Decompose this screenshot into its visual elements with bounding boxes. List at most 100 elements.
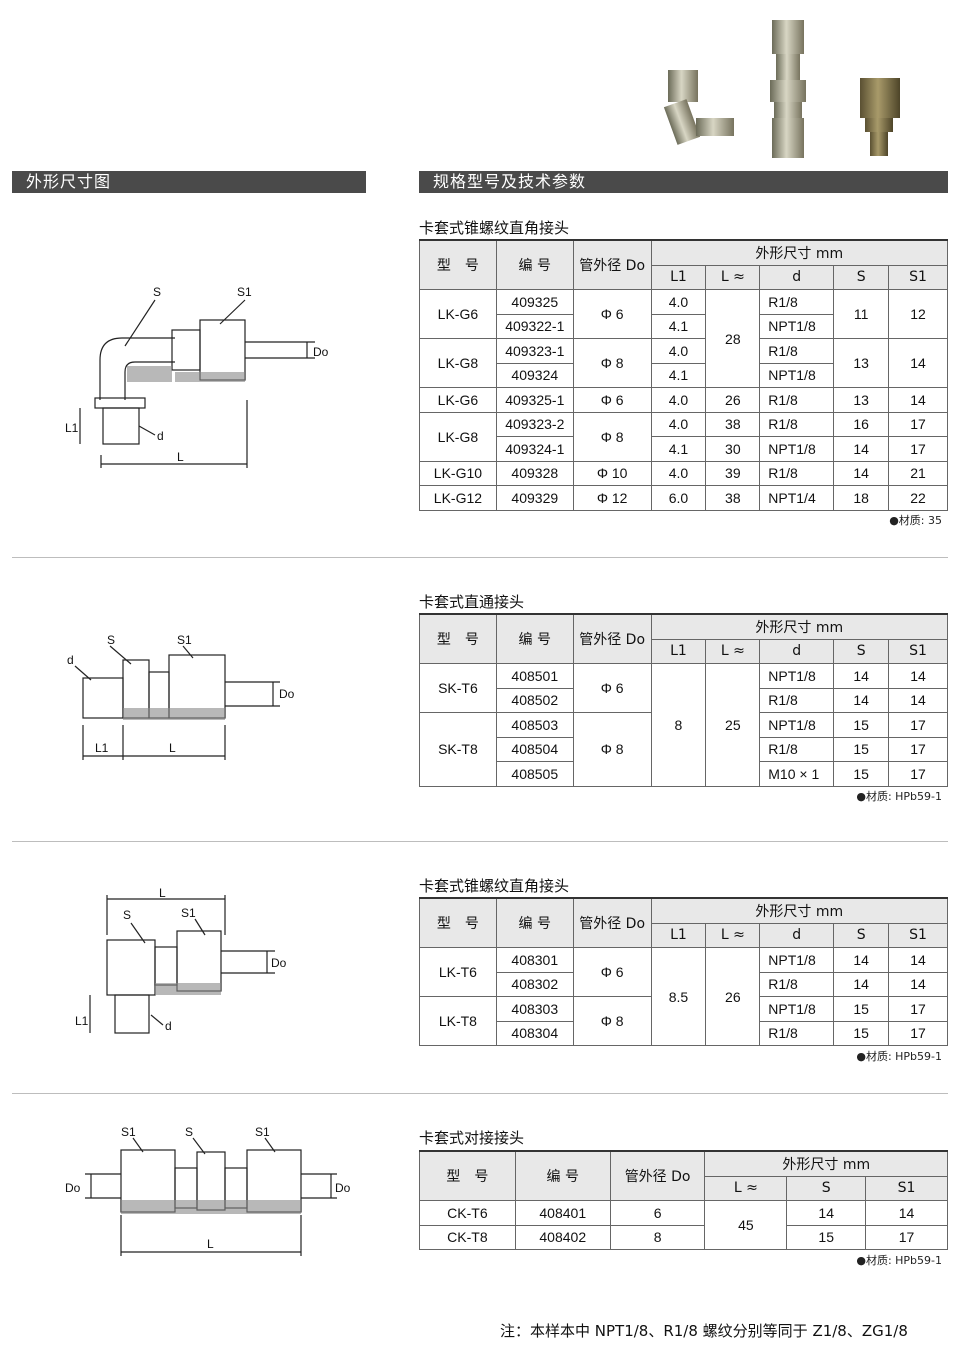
cell-d: NPT1/8 xyxy=(759,362,835,388)
drawing-label-s1: S1 xyxy=(255,1125,270,1139)
cell-code: 408501 xyxy=(495,663,574,689)
table-row: 408504 R1/8 15 17 xyxy=(420,736,948,762)
cell-s: 11 xyxy=(833,289,890,339)
section4-table: 型 号 编 号 管外径 Do 外形尺寸 mm L ≈ S S1 CK-T6 40… xyxy=(419,1150,948,1250)
col-d: d xyxy=(759,922,835,948)
cell-s: 13 xyxy=(833,338,890,388)
cell-s1: 12 xyxy=(888,289,948,339)
cell-d: NPT1/8 xyxy=(759,663,835,689)
cell-code: 409323-2 xyxy=(495,411,574,437)
col-s1: S1 xyxy=(888,638,948,664)
cell-od: Φ 6 xyxy=(572,289,652,339)
drawing-label-l1: L1 xyxy=(95,741,109,755)
col-dims: 外形尺寸 mm xyxy=(650,613,949,640)
drawing-label-l: L xyxy=(207,1237,214,1251)
cell-s: 18 xyxy=(833,485,890,511)
cell-s1: 14 xyxy=(888,387,948,413)
drawing-label-s: S xyxy=(153,285,161,299)
union-fitting-photo xyxy=(770,20,806,158)
cell-od: Φ 6 xyxy=(572,663,652,713)
section4-title: 卡套式对接接头 xyxy=(419,1129,525,1147)
cell-model: LK-G10 xyxy=(419,460,497,486)
cell-l1: 8 xyxy=(650,663,707,787)
divider xyxy=(12,1093,948,1094)
cell-model: LK-G6 xyxy=(419,387,497,413)
cell-s1: 17 xyxy=(888,1020,948,1046)
divider xyxy=(12,841,948,842)
cell-l1: 4.1 xyxy=(650,313,707,339)
table-row: LK-G6 409325-1 Φ 6 4.0 26 R1/8 13 14 xyxy=(419,387,948,413)
cell-code: 408504 xyxy=(495,736,574,762)
col-model: 型 号 xyxy=(419,1150,516,1201)
section-header-drawings: 外形尺寸图 xyxy=(12,171,366,193)
cell-model: LK-G8 xyxy=(419,338,497,388)
cell-l1: 6.0 xyxy=(650,485,707,511)
cell-s1: 17 xyxy=(888,996,948,1022)
drawing-label-l: L xyxy=(169,741,176,755)
table-row: 408304 R1/8 15 17 xyxy=(420,1020,948,1046)
cell-model: LK-T6 xyxy=(419,947,497,997)
drawing-label-s1: S1 xyxy=(121,1125,136,1139)
col-s: S xyxy=(833,638,890,664)
col-dims: 外形尺寸 mm xyxy=(650,239,949,266)
drawing-label-d: d xyxy=(67,653,74,667)
cell-code: 409329 xyxy=(495,485,574,511)
cell-l1: 4.0 xyxy=(650,460,707,486)
cell-s1: 14 xyxy=(888,663,948,689)
table-row: LK-G12 409329 Φ 12 6.0 38 NPT1/4 18 22 xyxy=(419,485,948,511)
cell-s1: 14 xyxy=(865,1200,948,1226)
col-model: 型 号 xyxy=(419,897,497,948)
section1-title: 卡套式锥螺纹直角接头 xyxy=(419,219,570,237)
cell-l: 25 xyxy=(705,663,761,787)
section3-drawing: L S S1 L1 d Do xyxy=(75,886,287,1034)
col-s: S xyxy=(833,264,890,290)
cell-d: NPT1/8 xyxy=(759,996,835,1022)
section4-drawing: S1 S S1 L Do Do xyxy=(65,1125,351,1256)
cell-s1: 17 xyxy=(888,736,948,762)
col-dims: 外形尺寸 mm xyxy=(704,1150,948,1177)
cell-l: 38 xyxy=(705,411,761,437)
col-code: 编 号 xyxy=(495,613,574,664)
section2-table: 型 号 编 号 管外径 Do 外形尺寸 mm L1 L ≈ d S S1 SK-… xyxy=(419,613,949,787)
cell-l1: 4.0 xyxy=(650,387,707,413)
cell-model: CK-T6 xyxy=(419,1200,516,1226)
col-od: 管外径 Do xyxy=(609,1150,706,1201)
straight-fitting-photo xyxy=(860,78,900,156)
col-od: 管外径 Do xyxy=(572,613,652,664)
footnote: 注：本样本中 NPT1/8、R1/8 螺纹分别等同于 Z1/8、ZG1/8 xyxy=(500,1322,908,1340)
cell-s1: 14 xyxy=(888,338,948,388)
table-row: SK-T6 408501 Φ 6 8 25 NPT1/8 14 14 xyxy=(419,663,948,787)
section3-title: 卡套式锥螺纹直角接头 xyxy=(419,877,570,895)
cell-d: R1/8 xyxy=(759,971,835,997)
cell-l: 28 xyxy=(705,289,761,388)
cell-d: R1/8 xyxy=(759,387,835,413)
product-photos xyxy=(663,20,900,158)
cell-s1: 14 xyxy=(888,687,948,713)
cell-s1: 17 xyxy=(888,436,948,462)
cell-d: NPT1/4 xyxy=(759,485,835,511)
col-s1: S1 xyxy=(865,1175,948,1201)
col-od: 管外径 Do xyxy=(572,897,652,948)
drawing-label-l: L xyxy=(177,450,184,464)
drawing-label-do: Do xyxy=(335,1181,351,1195)
section3-material: ●材质: HPb59-1 xyxy=(856,1050,942,1063)
cell-l1: 4.0 xyxy=(650,338,707,364)
table-row: LK-G10 409328 Φ 10 4.0 39 R1/8 14 21 xyxy=(419,460,948,486)
cell-code: 409323-1 xyxy=(495,338,574,364)
cell-l: 26 xyxy=(705,387,761,413)
cell-s: 14 xyxy=(833,971,890,997)
cell-od: 6 xyxy=(609,1200,706,1226)
cell-d: NPT1/8 xyxy=(759,436,835,462)
table-row: SK-T8 408503 Φ 8 NPT1/8 15 17 xyxy=(419,712,948,787)
cell-d: NPT1/8 xyxy=(759,947,835,973)
cell-code: 409324 xyxy=(495,362,574,388)
cell-od: Φ 8 xyxy=(572,996,652,1046)
col-od: 管外径 Do xyxy=(572,239,652,290)
cell-l: 38 xyxy=(705,485,761,511)
cell-s: 14 xyxy=(833,687,890,713)
cell-s: 14 xyxy=(833,436,890,462)
section2-material: ●材质: HPb59-1 xyxy=(856,790,942,803)
drawing-label-do: Do xyxy=(279,687,295,701)
col-d: d xyxy=(759,264,835,290)
col-s: S xyxy=(833,922,890,948)
